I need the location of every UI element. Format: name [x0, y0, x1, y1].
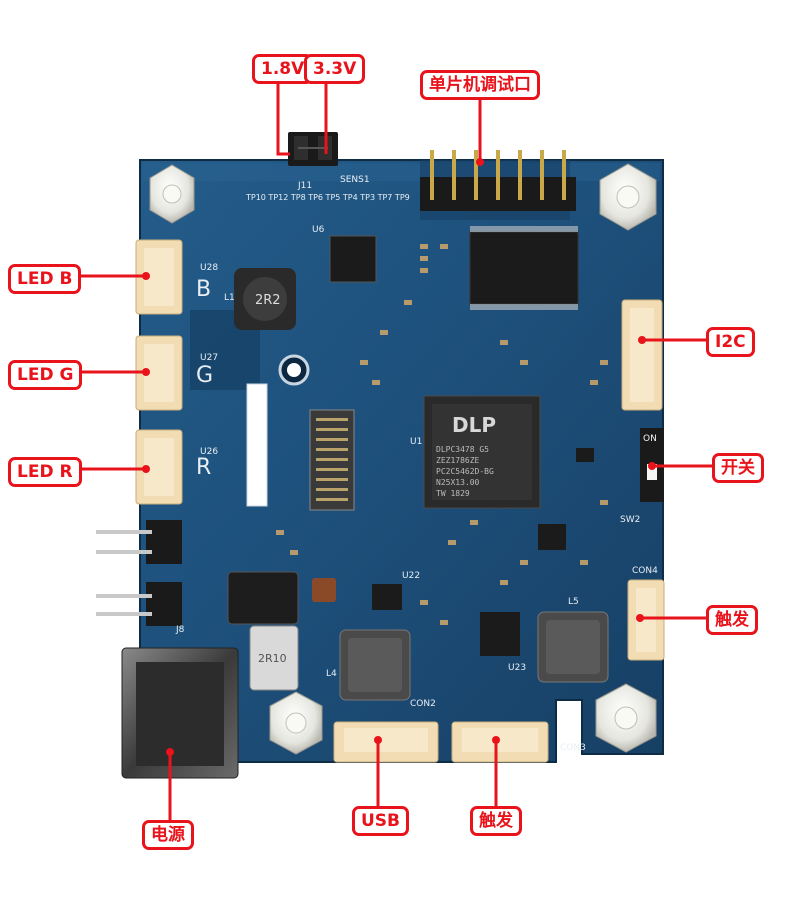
con3-trigger-connector: [451, 721, 549, 763]
inductor-l4: [339, 629, 411, 701]
chip-u23: [480, 612, 520, 656]
electrolytic-cap: 2R10: [249, 625, 299, 691]
inductor-l5: [537, 611, 609, 683]
con2-usb-connector: [333, 721, 439, 763]
label-trigger-right: 触发: [706, 605, 758, 635]
chip-u6: [329, 235, 377, 283]
chip-text-2: ZEZ1786ZE: [436, 456, 480, 465]
silk-tp-block: TP10 TP12 TP8 TP6 TP5 TP4 TP3 TP7 TP9: [245, 193, 410, 202]
label-led-r: LED R: [8, 457, 82, 487]
silk-con2: CON2: [410, 699, 436, 709]
label-1v8: 1.8V: [252, 54, 314, 84]
chip-text-4: N25X13.00: [436, 478, 480, 487]
led-r-connector: [135, 429, 183, 505]
silk-r: R: [196, 455, 211, 480]
mcu-debug-header: [420, 150, 576, 211]
con4-connector: [627, 579, 665, 661]
chip-large-tssop: [469, 226, 579, 310]
pin-header-left: [96, 520, 182, 626]
annotation-lines: [76, 80, 712, 822]
silk-u1: U1: [410, 437, 422, 447]
label-power: 电源: [142, 820, 194, 850]
standoff-bottom-right: [595, 683, 657, 753]
silk-j11: J11: [297, 181, 312, 191]
label-trigger-bottom: 触发: [470, 806, 522, 836]
silk-sw2: SW2: [620, 515, 640, 525]
component-c-tantalum: [312, 578, 336, 602]
silk-u28: U28: [200, 263, 218, 273]
i2c-connector: [621, 299, 663, 411]
label-led-g: LED G: [8, 360, 83, 390]
component-l24: [227, 571, 299, 625]
switch-on-label: ON: [643, 434, 657, 444]
silk-con4: CON4: [632, 566, 658, 576]
silk-u26: U26: [200, 447, 218, 457]
chip-text-1: DLPC3478 G5: [436, 445, 489, 454]
silk-con3: CON3: [560, 743, 586, 753]
chip-text-3: PC2C5462D-BG: [436, 467, 494, 476]
label-i2c: I2C: [706, 327, 755, 357]
cap-marking: 2R10: [258, 652, 287, 665]
standoff-top-left: [149, 164, 195, 224]
inductor-l1: 2R2: [234, 268, 296, 330]
mounting-hole-center: [287, 363, 301, 377]
chip-u7: [576, 448, 594, 462]
silk-sens: SENS1: [340, 175, 370, 185]
jumper-j11: [288, 132, 338, 166]
led-g-connector: [135, 335, 183, 411]
silk-l1: L1: [224, 293, 235, 303]
silk-u23: U23: [508, 663, 526, 673]
dlp-controller-chip: DLP DLPC3478 G5 ZEZ1786ZE PC2C5462D-BG N…: [423, 395, 541, 509]
connector-j3: [309, 409, 355, 511]
silk-u27: U27: [200, 353, 218, 363]
board-slot: [246, 383, 268, 507]
silk-g: G: [196, 363, 213, 388]
silk-l5: L5: [568, 597, 579, 607]
label-mcu-debug: 单片机调试口: [420, 70, 540, 100]
chip-text-5: TW 1829: [436, 489, 470, 498]
dlp-logo: DLP: [452, 413, 496, 437]
silk-u22: U22: [402, 571, 420, 581]
inductor-marking: 2R2: [255, 293, 281, 308]
standoff-bottom-left: [269, 691, 323, 755]
label-led-b: LED B: [8, 264, 82, 294]
chip-u22: [372, 584, 402, 610]
silk-l4: L4: [326, 669, 337, 679]
silk-u6: U6: [312, 225, 325, 235]
label-usb: USB: [352, 806, 410, 836]
silk-b: B: [196, 277, 211, 302]
label-switch: 开关: [712, 453, 764, 483]
standoff-top-right: [599, 163, 657, 231]
annotation-dots: [142, 158, 656, 756]
label-3v3: 3.3V: [304, 54, 366, 84]
silk-j8: J8: [175, 625, 185, 635]
chip-u13: [538, 524, 566, 550]
smd-components: [276, 244, 608, 625]
power-jack: [121, 647, 239, 779]
